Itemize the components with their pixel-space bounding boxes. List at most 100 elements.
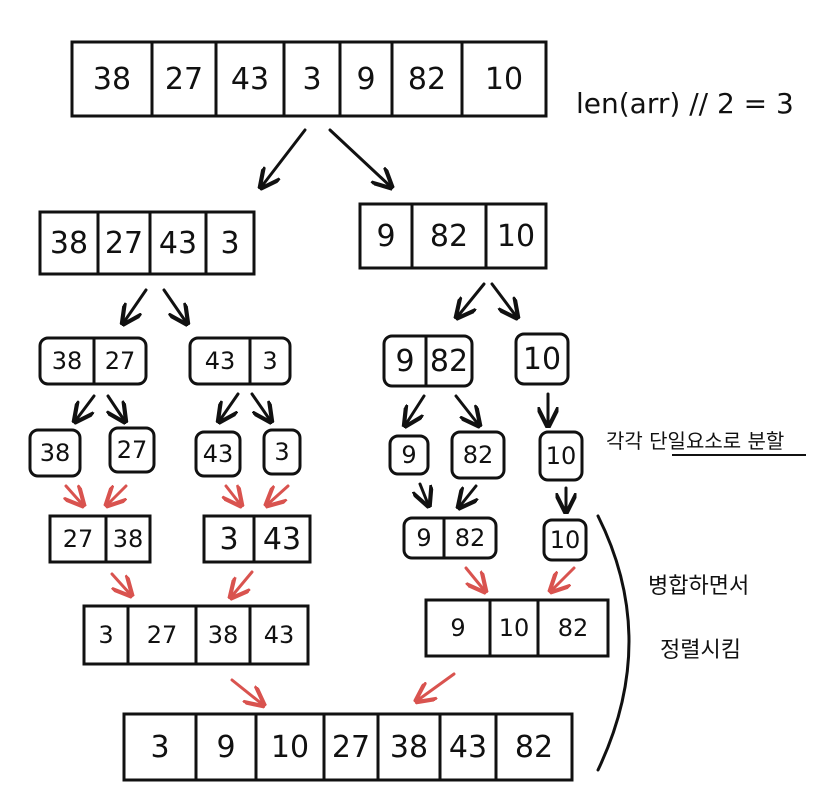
array-cell-value: 9 [216,730,235,765]
array-cell-value: 9 [450,614,465,642]
arrow-pair-to-3 [250,392,270,420]
array-cell-value: 82 [558,614,589,642]
array-cell-value: 38 [93,62,131,97]
merge-arrow-final-left [230,678,262,704]
array-r-single: 10 [514,332,570,386]
array-box-outline [28,428,82,478]
array-cell-value: 10 [499,614,530,642]
arrow-9-to-merge [420,482,428,504]
array-cell-value: 10 [550,526,581,554]
array-box-outline [188,336,292,386]
array-cell-value: 9 [356,62,375,97]
array-single-43: 43 [194,430,242,478]
array-single-9: 9 [388,434,430,476]
merge-arrow-final-right [418,672,456,700]
array-cell-value: 82 [430,344,468,379]
arrow-right-to-single [490,282,516,316]
array-cell-value: 27 [147,621,178,649]
array-cell-value: 10 [546,442,577,470]
array-cell-value: 3 [98,621,113,649]
array-box-outline [108,426,156,474]
array-cell-value: 10 [497,219,535,254]
array-cell-value: 3 [302,62,321,97]
array-cell-value: 9 [416,524,431,552]
merge-arrow-27 [108,484,128,504]
split-arrows [76,128,566,510]
array-cell-value: 38 [50,226,88,261]
merge-arrow-38 [66,486,82,504]
array-box-outline [194,430,242,478]
array-box-outline [424,598,610,658]
merge-note-line-1: 병합하면서 [648,574,749,599]
array-cell-value: 10 [485,62,523,97]
array-cell-value: 43 [203,440,234,468]
array-box-outline [48,514,152,564]
array-single-27: 27 [108,426,156,474]
array-cell-value: 3 [262,347,277,375]
array-box-outline [538,430,584,482]
array-box-outline [450,430,506,480]
arrow-pair-to-9 [406,394,426,424]
array-cell-value: 9 [395,344,414,379]
merge-arrows [66,484,576,704]
arrow-top-to-right [328,128,390,186]
array-cell-value: 43 [205,347,236,375]
array-merged-r-single: 10 [542,518,588,562]
merge-arrow-r-a [464,566,484,590]
array-cell-value: 27 [105,347,136,375]
array-cell-value: 9 [376,219,395,254]
merge-arrow-43 [226,486,240,504]
arrow-pair-to-27 [108,394,124,420]
array-cell-value: 38 [52,347,83,375]
array-cell-value: 82 [430,219,468,254]
array-cell-value: 82 [408,62,446,97]
arrow-left-to-pair-a [124,288,148,322]
array-box-outline [38,210,256,276]
array-r-pair-a: 9 82 [382,334,474,388]
array-box-outline [382,334,474,388]
array-cell-value: 3 [274,438,289,466]
array-single-3: 3 [262,428,302,476]
array-cell-value: 38 [40,439,71,467]
merge-arrow-l-b [232,570,254,596]
arrow-82-to-merge [460,484,476,506]
array-cell-value: 82 [455,524,486,552]
array-single-38: 38 [28,428,82,478]
array-cell-value: 3 [150,730,169,765]
array-cell-value: 43 [264,621,295,649]
array-single-10: 10 [538,430,584,482]
len-formula-text: len(arr) // 2 = 3 [576,87,794,120]
array-cell-value: 9 [401,441,416,469]
array-box-outline [402,516,498,560]
array-box-outline [542,518,588,562]
array-cell-value: 38 [113,525,144,553]
array-cell-value: 82 [463,441,494,469]
array-merged-right: 9 10 82 [424,598,610,658]
array-single-82: 82 [450,430,506,480]
arrow-pair-to-38 [76,394,96,420]
array-cell-value: 27 [332,730,370,765]
array-cell-value: 3 [220,226,239,261]
array-box-outline [514,332,570,386]
arrow-top-to-left [262,128,307,186]
array-box-outline [202,514,312,564]
array-cell-value: 27 [165,62,203,97]
array-box-outline [262,428,302,476]
array-cell-value: 43 [263,522,301,557]
array-l-pair-b: 43 3 [188,336,292,386]
array-l-pair-a: 38 27 [38,336,148,386]
array-cell-value: 43 [449,730,487,765]
array-cell-value: 10 [523,342,561,377]
array-box-outline [388,434,430,476]
merge-arrow-3 [268,484,290,504]
array-merged-r-a: 9 82 [402,516,498,560]
arrow-left-to-pair-b [162,288,186,322]
array-cell-value: 38 [390,730,428,765]
